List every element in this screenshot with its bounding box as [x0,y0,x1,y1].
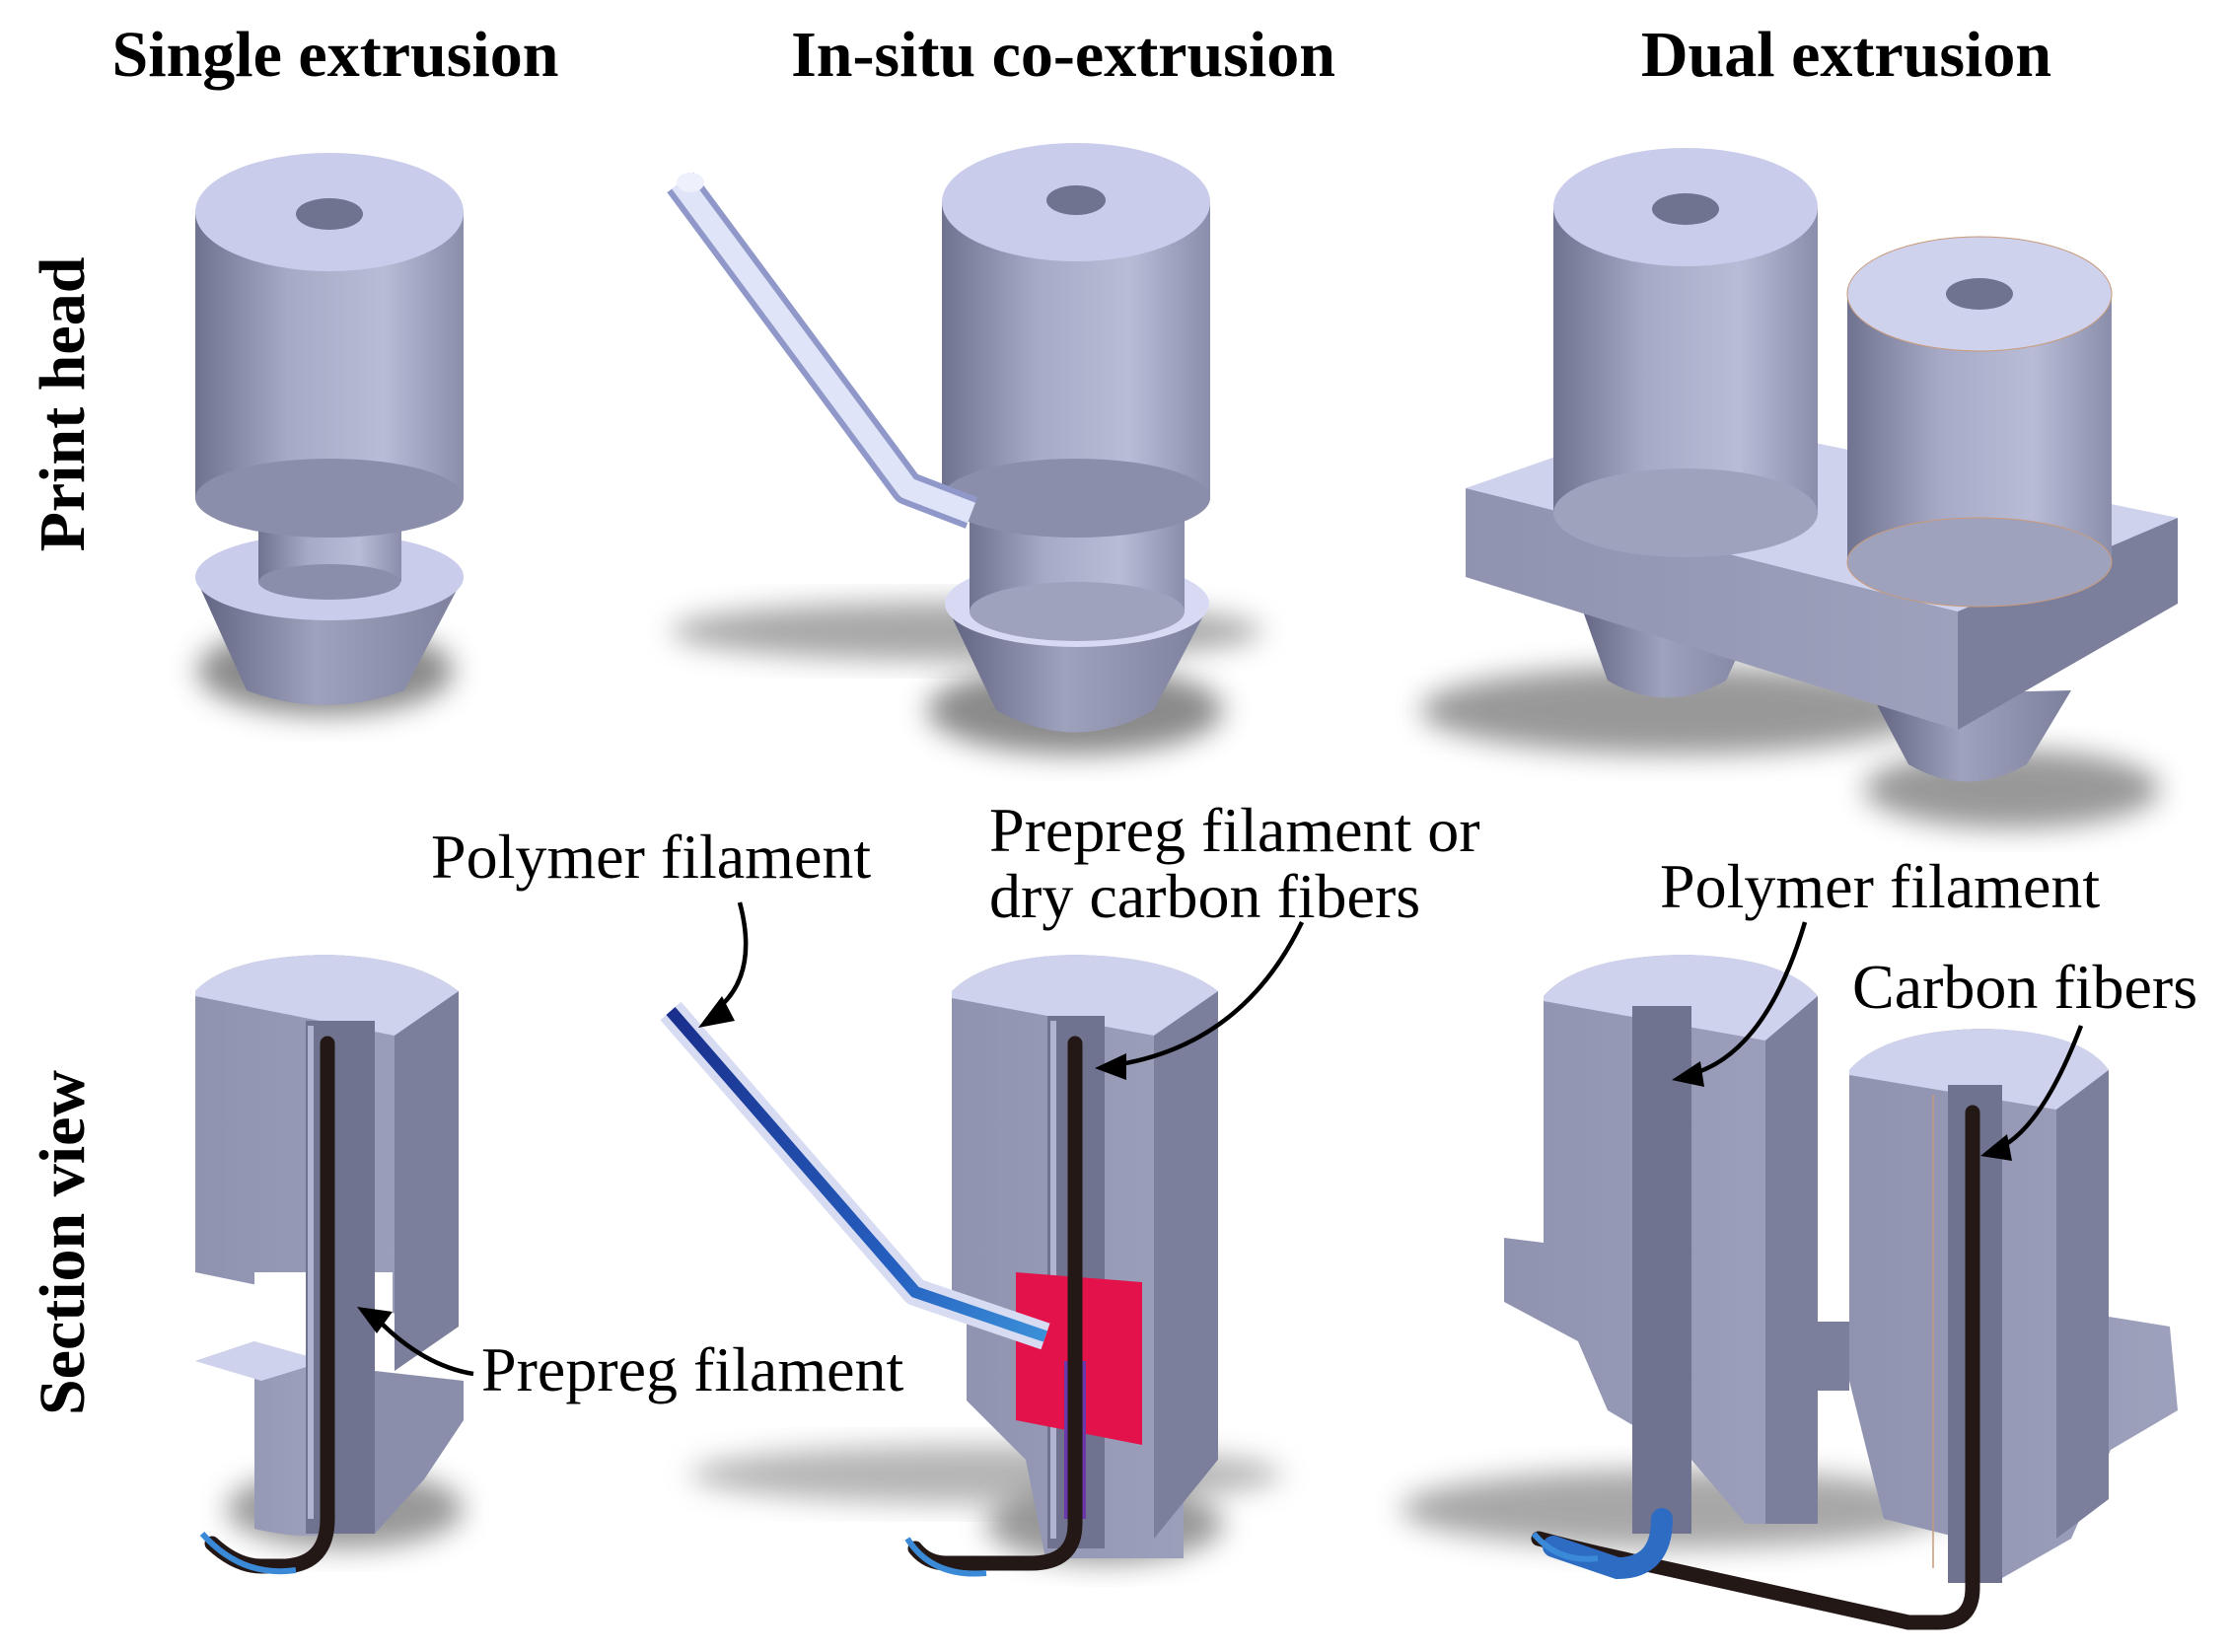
print-head-dual-extrusion [1420,148,2178,828]
label-carbon-fibers: Carbon fibers [1852,952,2197,1022]
label-prepreg-or-dry-line2: dry carbon fibers [989,861,1420,931]
arrow-prepreg-filament [378,1320,474,1377]
arrowhead-prepreg-or-dry [1095,1053,1126,1080]
column-title-insitu-co-extrusion: In-situ co-extrusion [791,19,1335,91]
print-head-single-extrusion [195,153,464,715]
section-view-single-extrusion [195,955,464,1575]
column-title-single-extrusion: Single extrusion [112,19,559,91]
row-title-print-head: Print head [27,257,99,552]
row-title-section-view: Section view [27,1070,99,1415]
label-prepreg-filament: Prepreg filament [481,1334,904,1404]
column-title-dual-extrusion: Dual extrusion [1641,19,2051,91]
label-prepreg-or-dry-line1: Prepreg filament or [989,795,1480,865]
arrowhead-prepreg-filament [357,1307,393,1333]
section-view-insitu-co-extrusion [660,955,1282,1577]
arrow-polymer-filament-left [713,901,749,1013]
arrow-polymer-filament-right [1688,921,1808,1078]
callout-arrows [357,901,2084,1377]
arrowhead-carbon-fibers [1980,1134,2012,1161]
label-polymer-filament-left: Polymer filament [431,822,871,892]
arrow-prepreg-or-dry [1114,921,1305,1068]
arrowhead-polymer-filament-left [698,996,735,1028]
print-head-insitu-co-extrusion [667,143,1262,754]
label-polymer-filament-right: Polymer filament [1660,851,2100,921]
arrowhead-polymer-filament-right [1672,1061,1704,1087]
section-view-dual-extrusion [1401,955,2178,1630]
